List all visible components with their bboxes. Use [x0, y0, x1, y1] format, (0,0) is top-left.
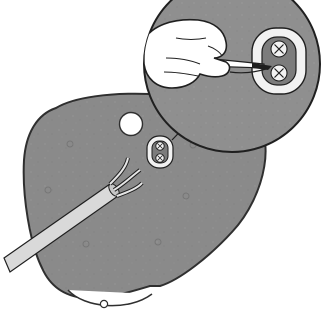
mounting-hole: [120, 113, 143, 136]
terminal-block: [147, 136, 173, 168]
bottom-screw-hole: [100, 300, 107, 307]
terminal-block-enlarged: [252, 28, 306, 94]
